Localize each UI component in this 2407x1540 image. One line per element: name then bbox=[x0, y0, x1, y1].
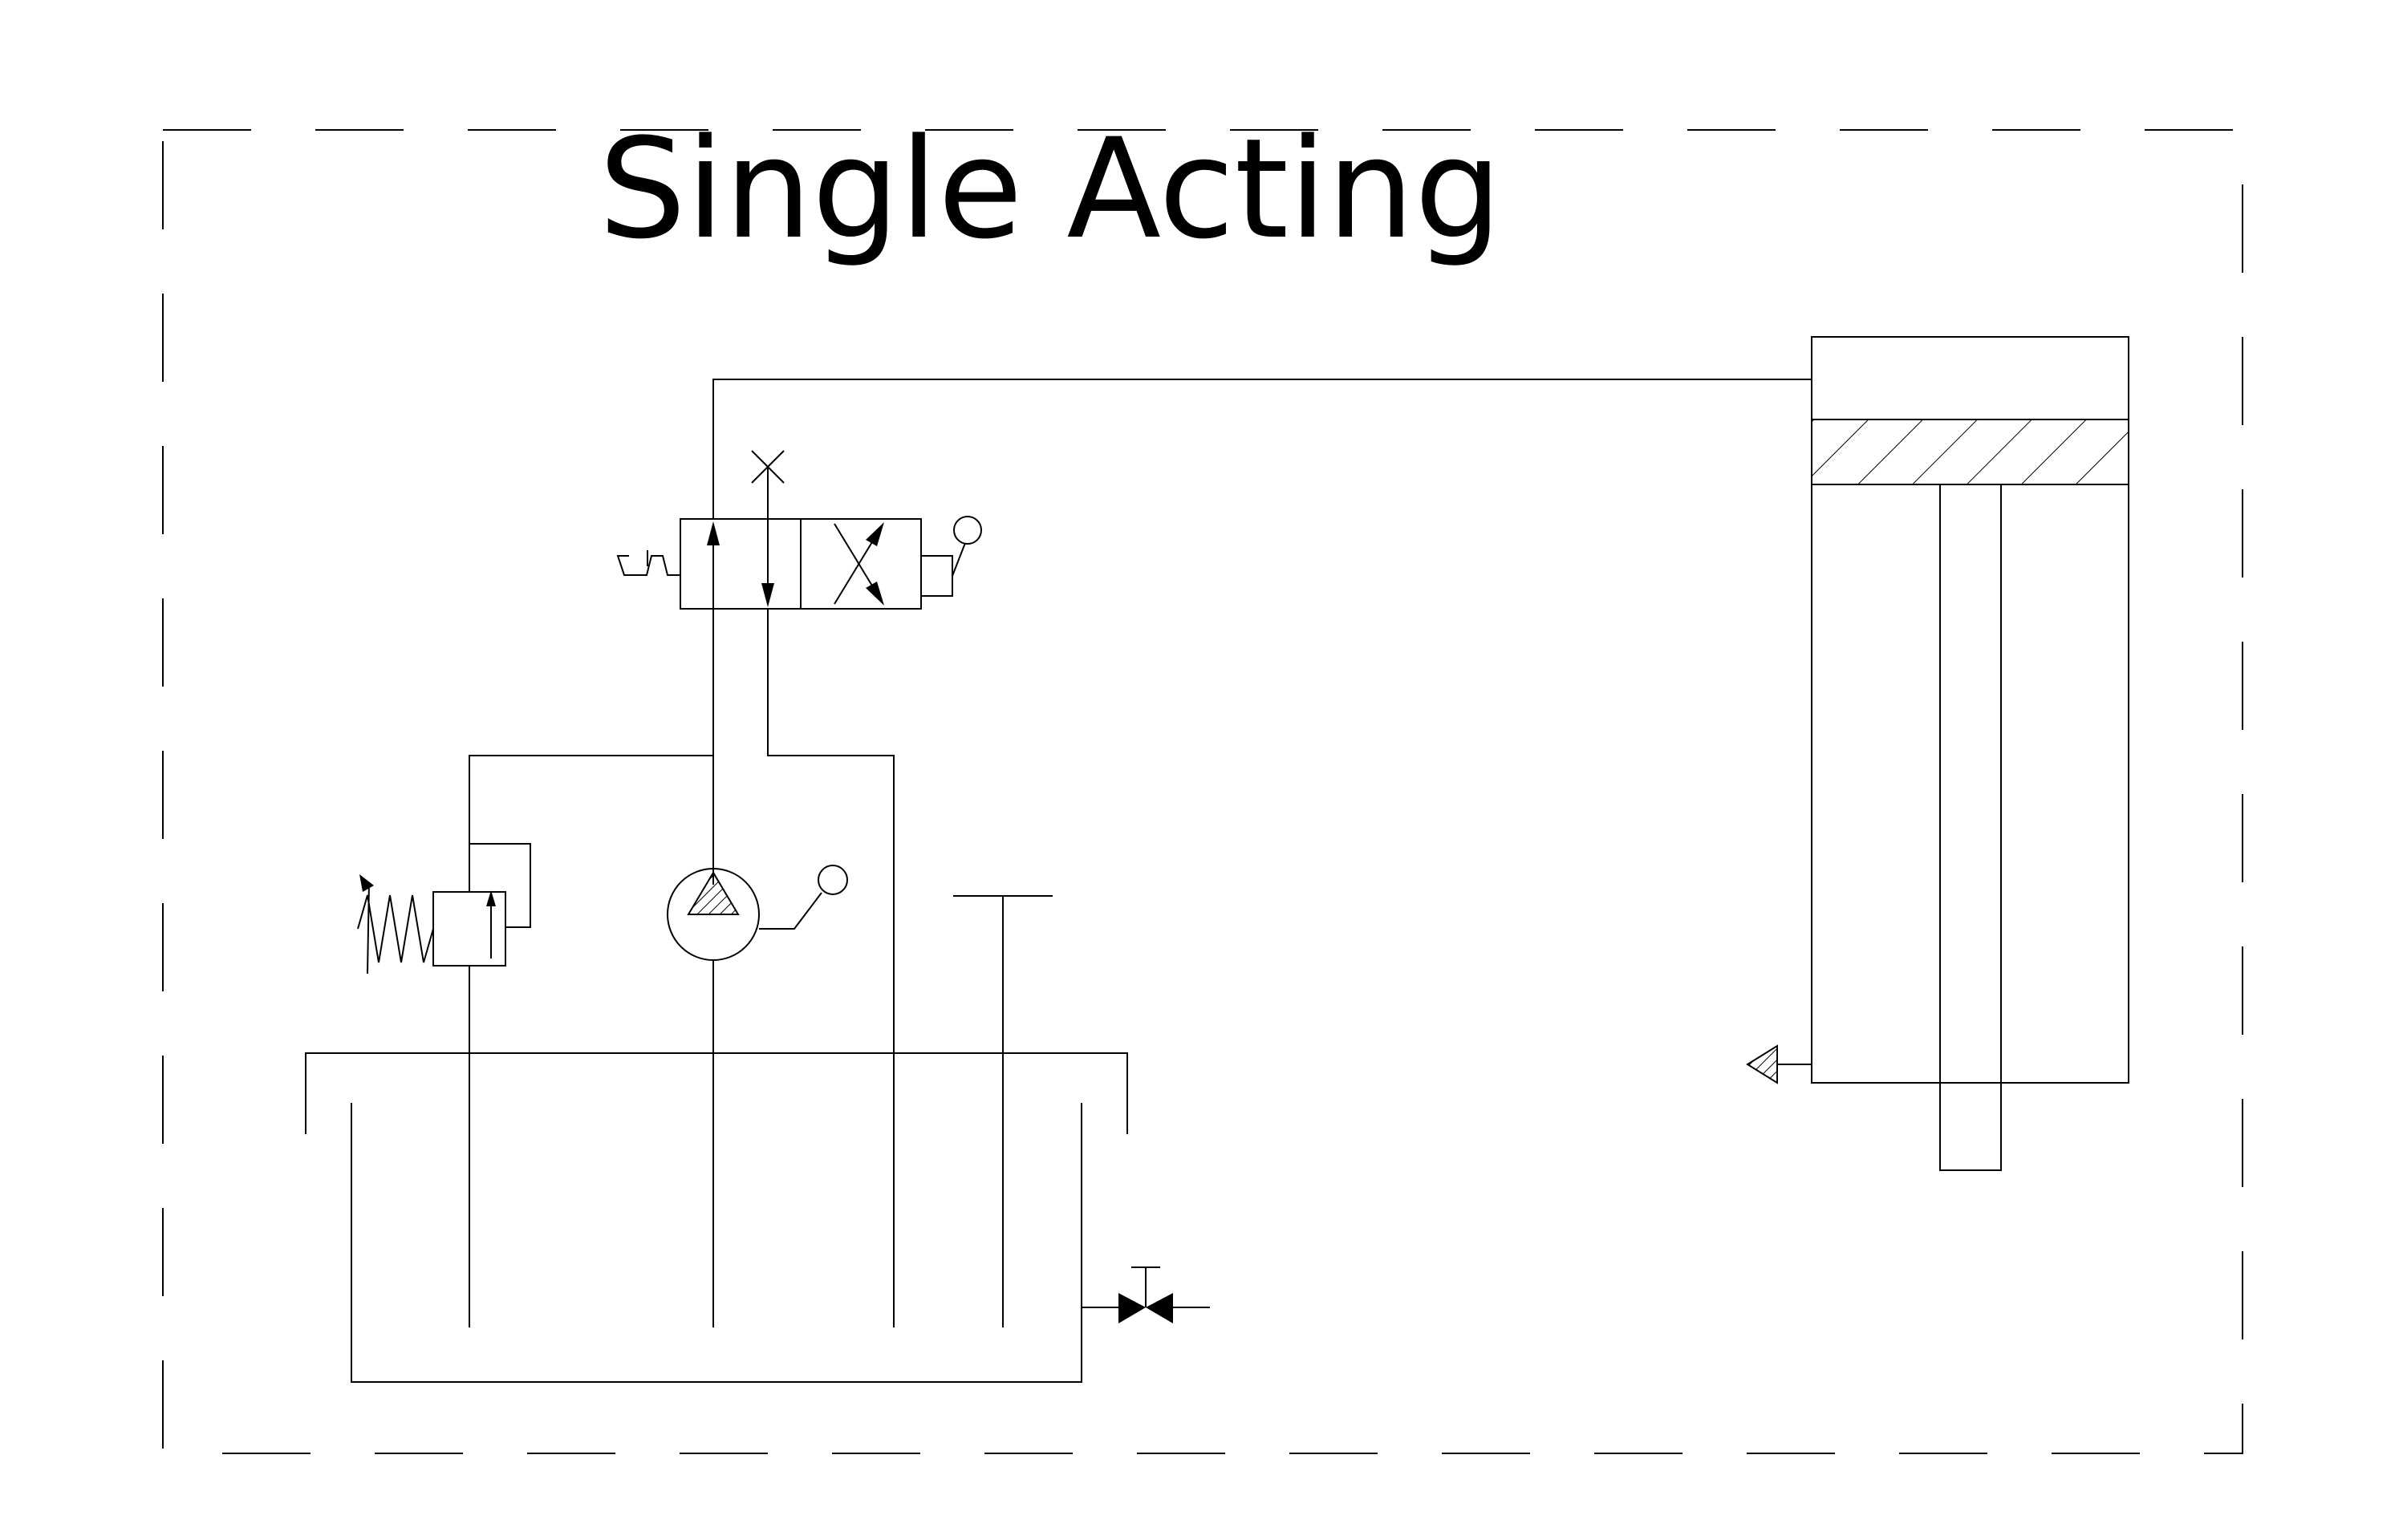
detent-icon bbox=[616, 555, 680, 576]
reservoir-tank bbox=[305, 1052, 1128, 1383]
cylinder-line bbox=[712, 379, 1812, 519]
pump-triangle-icon bbox=[687, 871, 740, 915]
piston bbox=[1811, 419, 2129, 485]
page-title: Single Acting bbox=[598, 108, 1503, 270]
lever-icon bbox=[921, 555, 953, 597]
exhaust-icon bbox=[1746, 1044, 1778, 1084]
drain-valve bbox=[1082, 1266, 1210, 1323]
drawing-border bbox=[162, 129, 2243, 1454]
hand-pump bbox=[667, 865, 848, 1327]
directional-control-valve bbox=[616, 450, 982, 610]
relief-valve bbox=[357, 843, 531, 1327]
piston-rod bbox=[1939, 484, 2002, 1171]
return-line bbox=[767, 609, 895, 1327]
single-acting-cylinder bbox=[1746, 336, 2129, 1171]
